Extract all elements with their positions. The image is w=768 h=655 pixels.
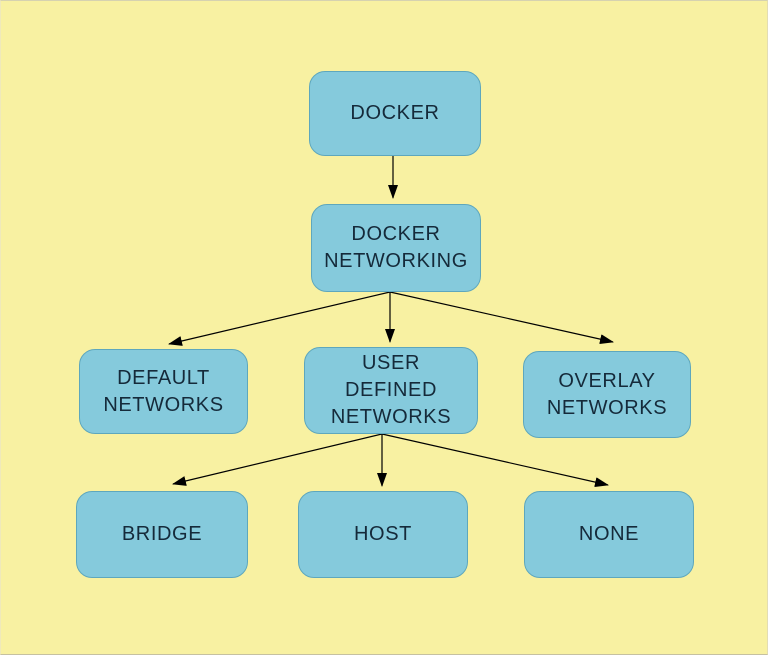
node-label-user-defined-networks: USER DEFINED NETWORKS [330, 352, 452, 428]
node-label-default-networks: DEFAULT NETWORKS [103, 366, 224, 416]
edge-docker-networking-to-default-networks [168, 291, 391, 346]
node-user-defined-networks: USER DEFINED NETWORKS [304, 347, 478, 434]
node-overlay-networks: OVERLAY NETWORKS [523, 351, 691, 438]
edge-user-defined-networks-to-none [381, 433, 609, 488]
node-bridge: BRIDGE [76, 491, 248, 578]
node-label-overlay-networks: OVERLAY NETWORKS [546, 369, 668, 419]
node-docker-networking: DOCKER NETWORKING [311, 204, 481, 292]
node-none: NONE [524, 491, 694, 578]
edge-user-defined-networks-to-bridge [172, 433, 383, 486]
node-label-bridge: BRIDGE [121, 523, 203, 545]
node-docker: DOCKER [309, 71, 481, 156]
edge-docker-networking-to-overlay-networks [389, 291, 614, 345]
node-label-docker: DOCKER [350, 102, 440, 124]
node-label-docker-networking: DOCKER NETWORKING [324, 223, 468, 272]
node-host: HOST [298, 491, 468, 578]
node-label-host: HOST [354, 523, 412, 545]
node-default-networks: DEFAULT NETWORKS [79, 349, 248, 434]
node-label-none: NONE [578, 523, 640, 545]
